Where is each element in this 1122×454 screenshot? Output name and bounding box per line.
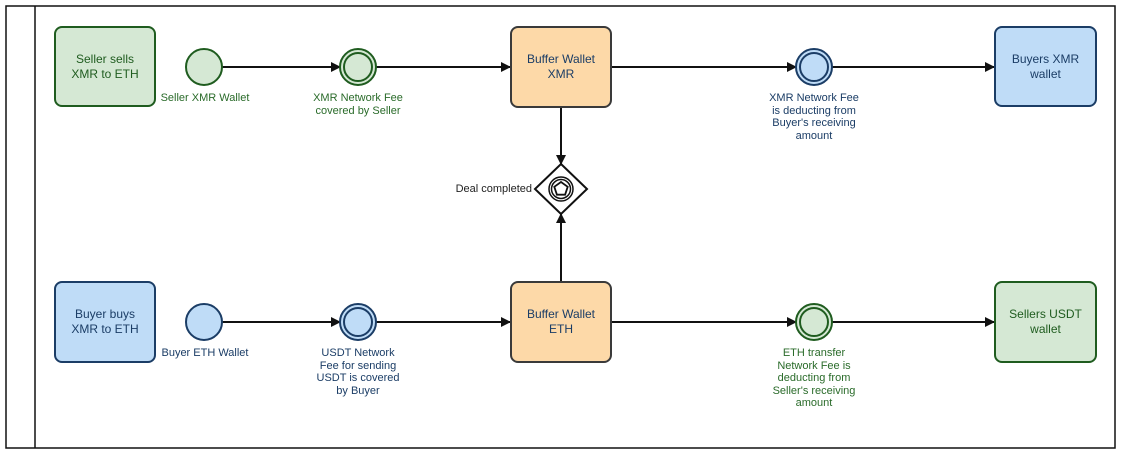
pool-frame	[5, 5, 1116, 449]
pentagon-icon	[553, 180, 569, 196]
xmr-fee-deducting-label: XMR Network Fee is deducting from Buyer'…	[769, 92, 859, 142]
usdt-fee-covered-label: USDT Network Fee for sending USDT is cov…	[316, 347, 400, 397]
buyers-xmr-wallet-task: Buyers XMR wallet	[994, 26, 1097, 107]
buyer-eth-wallet-label: Buyer ETH Wallet	[161, 347, 249, 359]
eth-deduct-intermediate-event-inner	[799, 307, 829, 337]
xmr-fee-intermediate-event-inner	[343, 52, 373, 82]
seller-sells-task: Seller sells XMR to ETH	[54, 26, 156, 107]
seller-xmr-wallet-label: Seller XMR Wallet	[160, 92, 250, 104]
seller-xmr-wallet-start-event	[185, 48, 223, 86]
buyer-eth-wallet-start-event	[185, 303, 223, 341]
buyer-buys-task: Buyer buys XMR to ETH	[54, 281, 156, 363]
buffer-wallet-xmr-task: Buffer Wallet XMR	[510, 26, 612, 108]
deal-completed-label: Deal completed	[455, 183, 532, 195]
sellers-usdt-wallet-task: Sellers USDT wallet	[994, 281, 1097, 363]
buffer-wallet-eth-task: Buffer Wallet ETH	[510, 281, 612, 363]
eth-fee-deducting-label: ETH transfer Network Fee is deducting fr…	[772, 347, 856, 409]
usdt-fee-intermediate-event-inner	[343, 307, 373, 337]
xmr-fee-covered-label: XMR Network Fee covered by Seller	[313, 92, 403, 117]
xmr-deduct-intermediate-event-inner	[799, 52, 829, 82]
